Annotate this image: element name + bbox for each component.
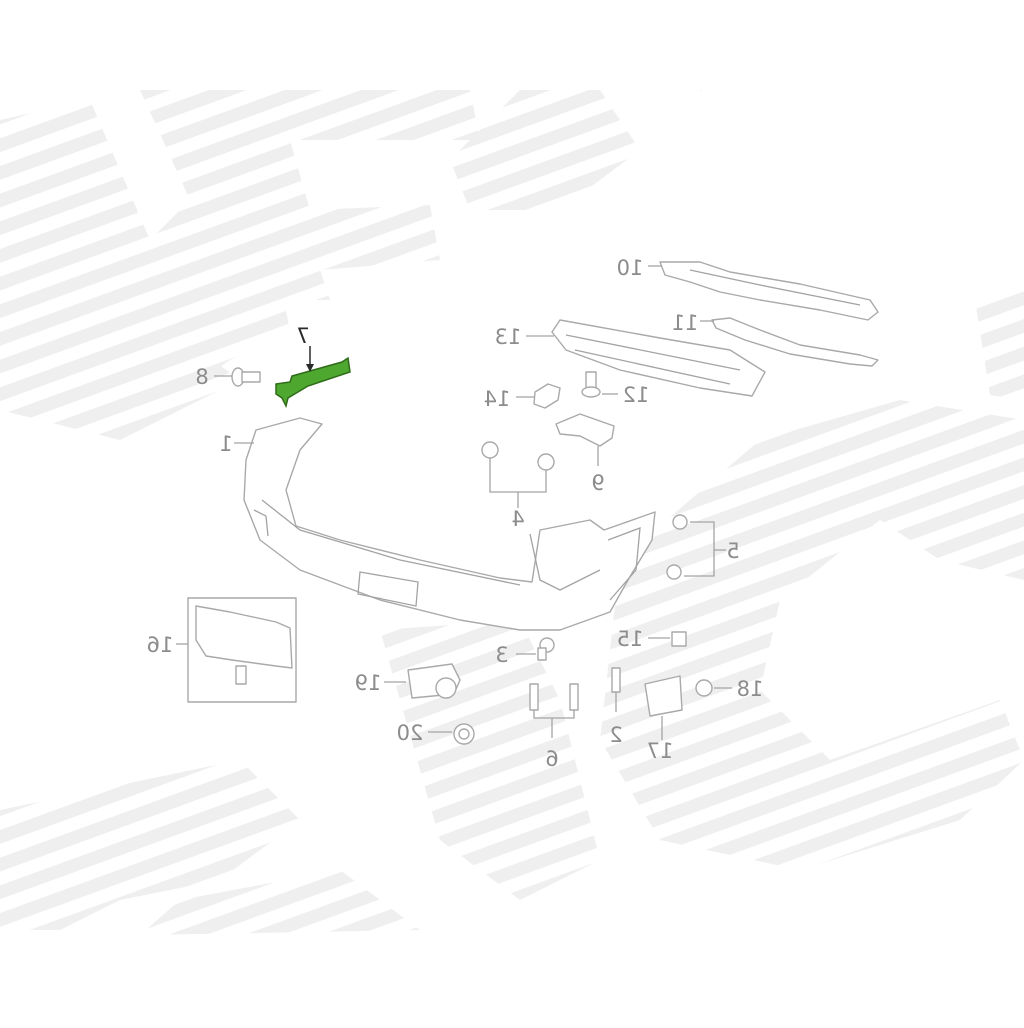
part-1-bumper-cover (234, 417, 656, 631)
callout-label: 15 (617, 627, 644, 651)
callout-label: 18 (737, 677, 764, 701)
callout-label: 16 (147, 633, 174, 657)
part-7-highlighted-bracket (275, 346, 351, 409)
callout-label: 19 (355, 671, 382, 695)
callout-label: 6 (545, 747, 558, 771)
callout-label: 8 (195, 365, 208, 389)
part-20-sensor (428, 723, 475, 745)
callout-label: 7 (296, 324, 309, 348)
callout-label: 13 (495, 325, 522, 349)
part-11-strip (700, 317, 879, 367)
callout-label: 3 (495, 643, 508, 667)
part-18-grommet (695, 679, 732, 697)
part-9-bracket (555, 413, 615, 466)
callout-label: 1 (219, 432, 232, 456)
callout-label: 14 (484, 387, 511, 411)
part-10-reinforcement (648, 261, 879, 321)
part-13-absorber (526, 319, 766, 397)
part-14-clip (516, 383, 561, 409)
part-5-clips (666, 514, 726, 580)
part-12-bolt (581, 371, 618, 398)
part-15-clip (648, 631, 687, 647)
part-8-bolt (214, 367, 261, 387)
part-2-pins (611, 667, 621, 712)
callout-label: 11 (672, 311, 699, 335)
callout-label: 12 (623, 383, 650, 407)
part-16-bracket-box (176, 597, 297, 703)
callout-label: 9 (591, 471, 604, 495)
part-6-pins (529, 683, 579, 738)
callout-label: 2 (609, 723, 622, 747)
callout-label: 17 (647, 739, 674, 763)
part-3-screw (516, 637, 555, 661)
part-17-cover (644, 675, 683, 740)
callout-label: 4 (511, 507, 524, 531)
callout-label: 20 (397, 721, 424, 745)
callout-label: 5 (726, 539, 739, 563)
callout-labels: 10 11 13 7 8 14 12 1 9 4 5 15 16 3 19 18… (147, 256, 764, 771)
watermark (0, 90, 1024, 935)
part-19-sensor-holder (384, 663, 461, 699)
callout-label: 10 (617, 256, 644, 280)
part-4-sensors (481, 441, 555, 508)
